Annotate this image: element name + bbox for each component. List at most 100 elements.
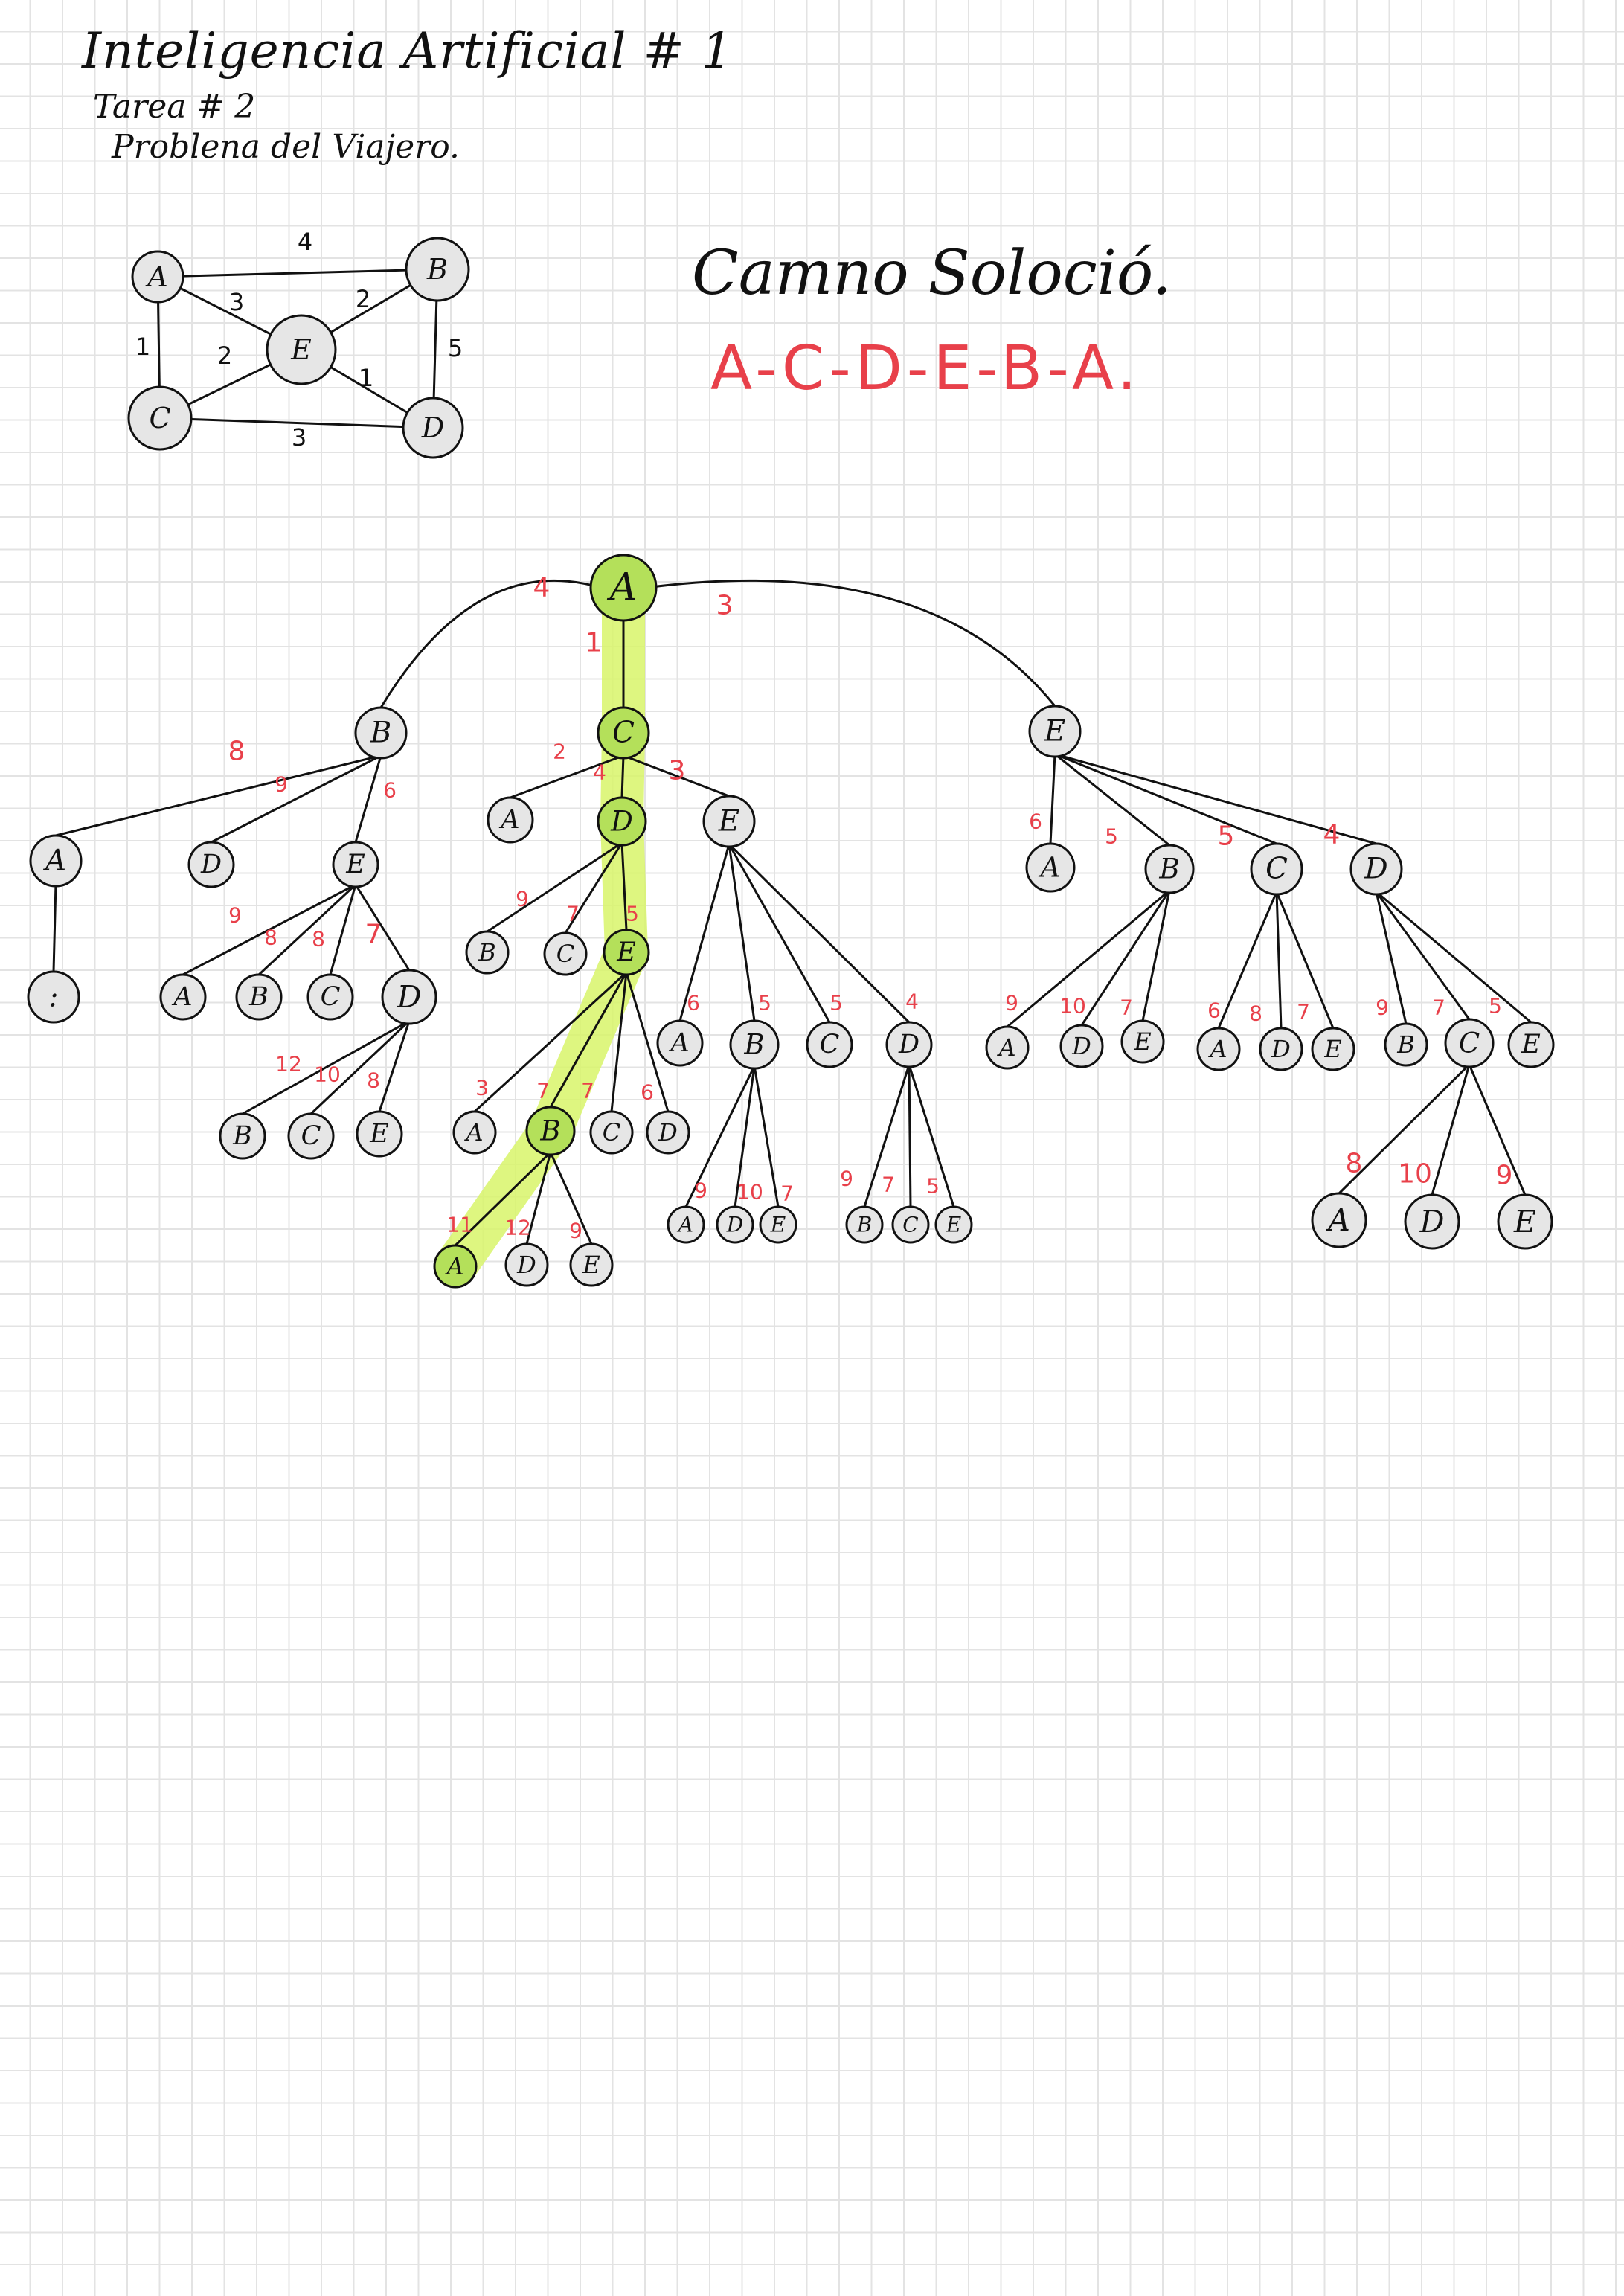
tree-node bbox=[1349, 842, 1403, 896]
tree-node bbox=[569, 1242, 614, 1287]
tree-edge-weight: 8 bbox=[1346, 1149, 1363, 1179]
tree-node bbox=[806, 1021, 853, 1068]
tree-edge bbox=[525, 1152, 552, 1245]
tree-node bbox=[603, 929, 650, 976]
tree-edge bbox=[623, 754, 730, 798]
tree-node bbox=[597, 706, 650, 760]
tree-edge-weight: 5 bbox=[758, 991, 771, 1016]
tree-edge bbox=[863, 1064, 911, 1208]
graph-edge bbox=[157, 268, 438, 278]
tree-node-label: E bbox=[770, 1213, 786, 1237]
tree-edge-weight: 4 bbox=[533, 573, 551, 603]
tree-node-label: A bbox=[463, 1118, 483, 1147]
tree-node-label: E bbox=[1323, 1035, 1341, 1063]
tree-edge-weight: 10 bbox=[1398, 1159, 1432, 1190]
tree-edge bbox=[620, 755, 625, 798]
graph-node bbox=[405, 237, 470, 302]
tree-edge-weight: 8 bbox=[228, 737, 245, 767]
tree-node-label: B bbox=[539, 1115, 560, 1147]
tree-node bbox=[759, 1205, 797, 1244]
tree-node-label: E bbox=[582, 1251, 600, 1279]
tree-node bbox=[465, 930, 510, 975]
tree-edge-weight: 7 bbox=[1297, 1000, 1310, 1024]
tree-node bbox=[356, 1110, 403, 1158]
tree-edge bbox=[1054, 753, 1277, 845]
tree-node-label: D bbox=[200, 850, 222, 879]
tree-node-label: A bbox=[676, 1213, 693, 1237]
tree-edge bbox=[473, 971, 628, 1113]
tree-node bbox=[1507, 1021, 1555, 1068]
tree-edge-weight: 5 bbox=[829, 991, 843, 1016]
tree-node-label: : bbox=[48, 981, 58, 1014]
tree-edge-weight: 9 bbox=[1005, 991, 1018, 1016]
tree-edge-weight: 5 bbox=[926, 1174, 940, 1199]
tree-node bbox=[1497, 1193, 1553, 1250]
tree-node bbox=[885, 1021, 933, 1068]
tree-edge bbox=[242, 1020, 410, 1115]
tree-node bbox=[1120, 1019, 1165, 1064]
tree-edge bbox=[549, 972, 628, 1108]
tree-edge bbox=[510, 754, 624, 799]
tree-edge bbox=[1338, 1063, 1471, 1195]
tree-edge-weight: 4 bbox=[905, 990, 919, 1014]
tree-node bbox=[589, 554, 658, 622]
tree-edge bbox=[1275, 891, 1283, 1029]
tree-node bbox=[219, 1112, 266, 1160]
tree-edge-weight: 12 bbox=[504, 1216, 531, 1240]
tree-node-label: D bbox=[726, 1213, 743, 1237]
tree-edge-weight: 8 bbox=[367, 1068, 380, 1093]
tree-node-label: D bbox=[898, 1030, 919, 1059]
tree-edge-weight: 9 bbox=[228, 903, 242, 928]
solution-highlight bbox=[434, 566, 648, 1288]
tree-edge-weight: 9 bbox=[1496, 1161, 1513, 1191]
tree-node bbox=[159, 973, 207, 1021]
tree-node-label: C bbox=[321, 982, 341, 1012]
tree-edge-weight: 10 bbox=[1059, 994, 1086, 1019]
tree-edge bbox=[734, 1065, 756, 1208]
tree-edge-weight: 9 bbox=[694, 1179, 707, 1203]
tree-node-label: C bbox=[301, 1121, 321, 1151]
tree-node bbox=[1259, 1027, 1303, 1071]
tree-node bbox=[235, 973, 283, 1021]
tree-edge bbox=[1376, 891, 1532, 1024]
tree-node bbox=[1025, 842, 1076, 893]
tree-edge bbox=[1217, 891, 1278, 1029]
tree-node-label: B bbox=[1396, 1030, 1415, 1059]
tree-edge bbox=[1141, 890, 1171, 1022]
tree-node-label: E bbox=[616, 937, 636, 967]
tree-edge-weight: 5 bbox=[1489, 994, 1502, 1019]
tree-node bbox=[354, 706, 408, 760]
tree-node bbox=[597, 796, 647, 847]
tree-edge-weight: 7 bbox=[1120, 995, 1133, 1020]
tree-edge bbox=[1375, 891, 1471, 1020]
tree-edge-weight: 9 bbox=[275, 772, 288, 797]
graph-edge bbox=[159, 417, 434, 429]
tree-edge bbox=[549, 1152, 593, 1245]
tree-edge-weight: 2 bbox=[553, 740, 566, 764]
tree-node bbox=[487, 796, 534, 844]
tree-node-label: D bbox=[1271, 1035, 1291, 1063]
tree-edge-weight: 3 bbox=[716, 591, 734, 621]
tree-edge-weight: 8 bbox=[264, 926, 277, 950]
tree-node bbox=[1404, 1193, 1460, 1250]
tree-edge-weight: 7 bbox=[536, 1079, 550, 1103]
tree-edge-weight: 9 bbox=[840, 1167, 853, 1191]
problem-name: Problena del Viajero. bbox=[112, 128, 460, 166]
tree-edge-weight: 6 bbox=[687, 991, 700, 1016]
tree-edge bbox=[728, 843, 831, 1023]
tree-node bbox=[29, 834, 83, 888]
tree-edge-weight: 7 bbox=[1432, 995, 1445, 1020]
tree-node-label: D bbox=[1364, 853, 1387, 886]
tree-edge bbox=[684, 1065, 756, 1208]
tree-node-label: A bbox=[1325, 1202, 1350, 1238]
tree-node bbox=[985, 1025, 1030, 1070]
tree-edge bbox=[329, 884, 357, 975]
tree-node-label: E bbox=[1044, 715, 1065, 748]
tree-node bbox=[934, 1205, 973, 1244]
tree-edge-weight: 10 bbox=[314, 1062, 341, 1087]
tree-node-label: D bbox=[1419, 1204, 1445, 1240]
tree-node-label: A bbox=[607, 566, 638, 610]
tree-node-label: D bbox=[1071, 1032, 1091, 1060]
tree-edge bbox=[378, 1020, 411, 1112]
graph-node-label: D bbox=[421, 411, 444, 444]
